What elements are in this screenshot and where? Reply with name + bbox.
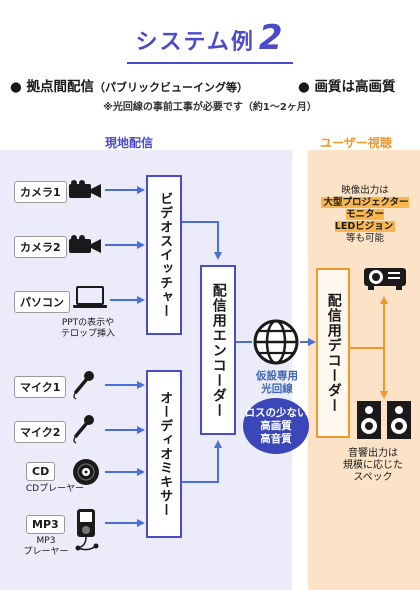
bullet-2: ● 画質は高画質	[298, 75, 395, 95]
source-sub-cd: CDプレーヤー	[25, 484, 85, 494]
mp3-player-icon	[74, 508, 100, 560]
video-camera-icon	[68, 180, 102, 204]
source-label-camera2: カメラ2	[14, 236, 67, 258]
decoder-box: 配信用デコーダー	[316, 268, 350, 438]
quality-bubble: ロスの少ない 高画質 高音質	[243, 398, 309, 454]
arrow-switcher-encoder	[182, 221, 222, 260]
title-number: 2	[258, 18, 285, 58]
bullet-1: ● 拠点間配信（パブリックビューイング等）	[10, 75, 248, 95]
bubble-line-3: 高音質	[260, 432, 292, 445]
audio-mixer-box: オーディオミキサー	[146, 370, 182, 538]
source-label-cd: CD	[26, 462, 56, 481]
decoder-label: 配信用デコーダー	[325, 293, 342, 413]
bullet-dot-icon: ●	[10, 79, 22, 95]
video-output-text: 映像出力は 大型プロジェクター モニター LEDビジョン 等も可能	[310, 185, 420, 245]
video-output-line2: 等も可能	[345, 233, 384, 244]
right-section-label: ユーザー視聴	[320, 136, 392, 150]
bullet-2-main: 画質は高画質	[314, 79, 396, 95]
speaker-icon	[356, 400, 412, 444]
microphone-icon	[70, 370, 96, 404]
source-label-mic1: マイク1	[14, 376, 67, 398]
globe-icon	[252, 318, 300, 370]
note-text: ※光回線の事前工事が必要です（約1〜2ヶ月）	[103, 102, 317, 113]
microphone-icon	[70, 414, 96, 448]
bubble-line-1: ロスの少ない	[244, 406, 308, 419]
bullet-1-main: 拠点間配信	[26, 79, 94, 95]
video-output-highlight: 大型プロジェクター モニター LEDビジョン	[321, 197, 409, 232]
laptop-icon	[72, 286, 108, 314]
title-text: システム例	[135, 30, 255, 55]
cd-icon	[72, 458, 100, 490]
arrow-mixer-encoder	[182, 440, 222, 483]
source-label-pc: パソコン	[14, 291, 70, 313]
video-switcher-box: ビデオスイッチャー	[146, 175, 182, 335]
bullet-1-paren: （パブリックビューイング等）	[93, 81, 248, 94]
video-switcher-label: ビデオスイッチャー	[157, 192, 173, 318]
source-label-camera1: カメラ1	[14, 181, 67, 203]
audio-output-text: 音響出力は 規模に応じた スペック	[343, 448, 403, 483]
arrow-decoder-projector	[348, 296, 388, 349]
line-label: 仮設専用 光回線	[256, 370, 298, 395]
source-label-mic2: マイク2	[14, 421, 67, 443]
projector-icon	[362, 262, 408, 296]
video-camera-icon	[68, 235, 102, 259]
video-output-line1: 映像出力は	[341, 185, 389, 196]
source-sub-pc: PPTの表示や テロップ挿入	[60, 318, 115, 339]
encoder-label: 配信用エンコーダー	[210, 282, 227, 418]
source-label-mp3: MP3	[26, 515, 65, 534]
encoder-box: 配信用エンコーダー	[200, 265, 236, 435]
bullet-dot-icon: ●	[298, 79, 310, 95]
bubble-line-2: 高画質	[260, 419, 292, 432]
source-sub-mp3: MP3 プレーヤー	[23, 536, 69, 557]
left-section-label: 現地配信	[105, 136, 154, 150]
audio-mixer-label: オーディオミキサー	[157, 391, 173, 517]
